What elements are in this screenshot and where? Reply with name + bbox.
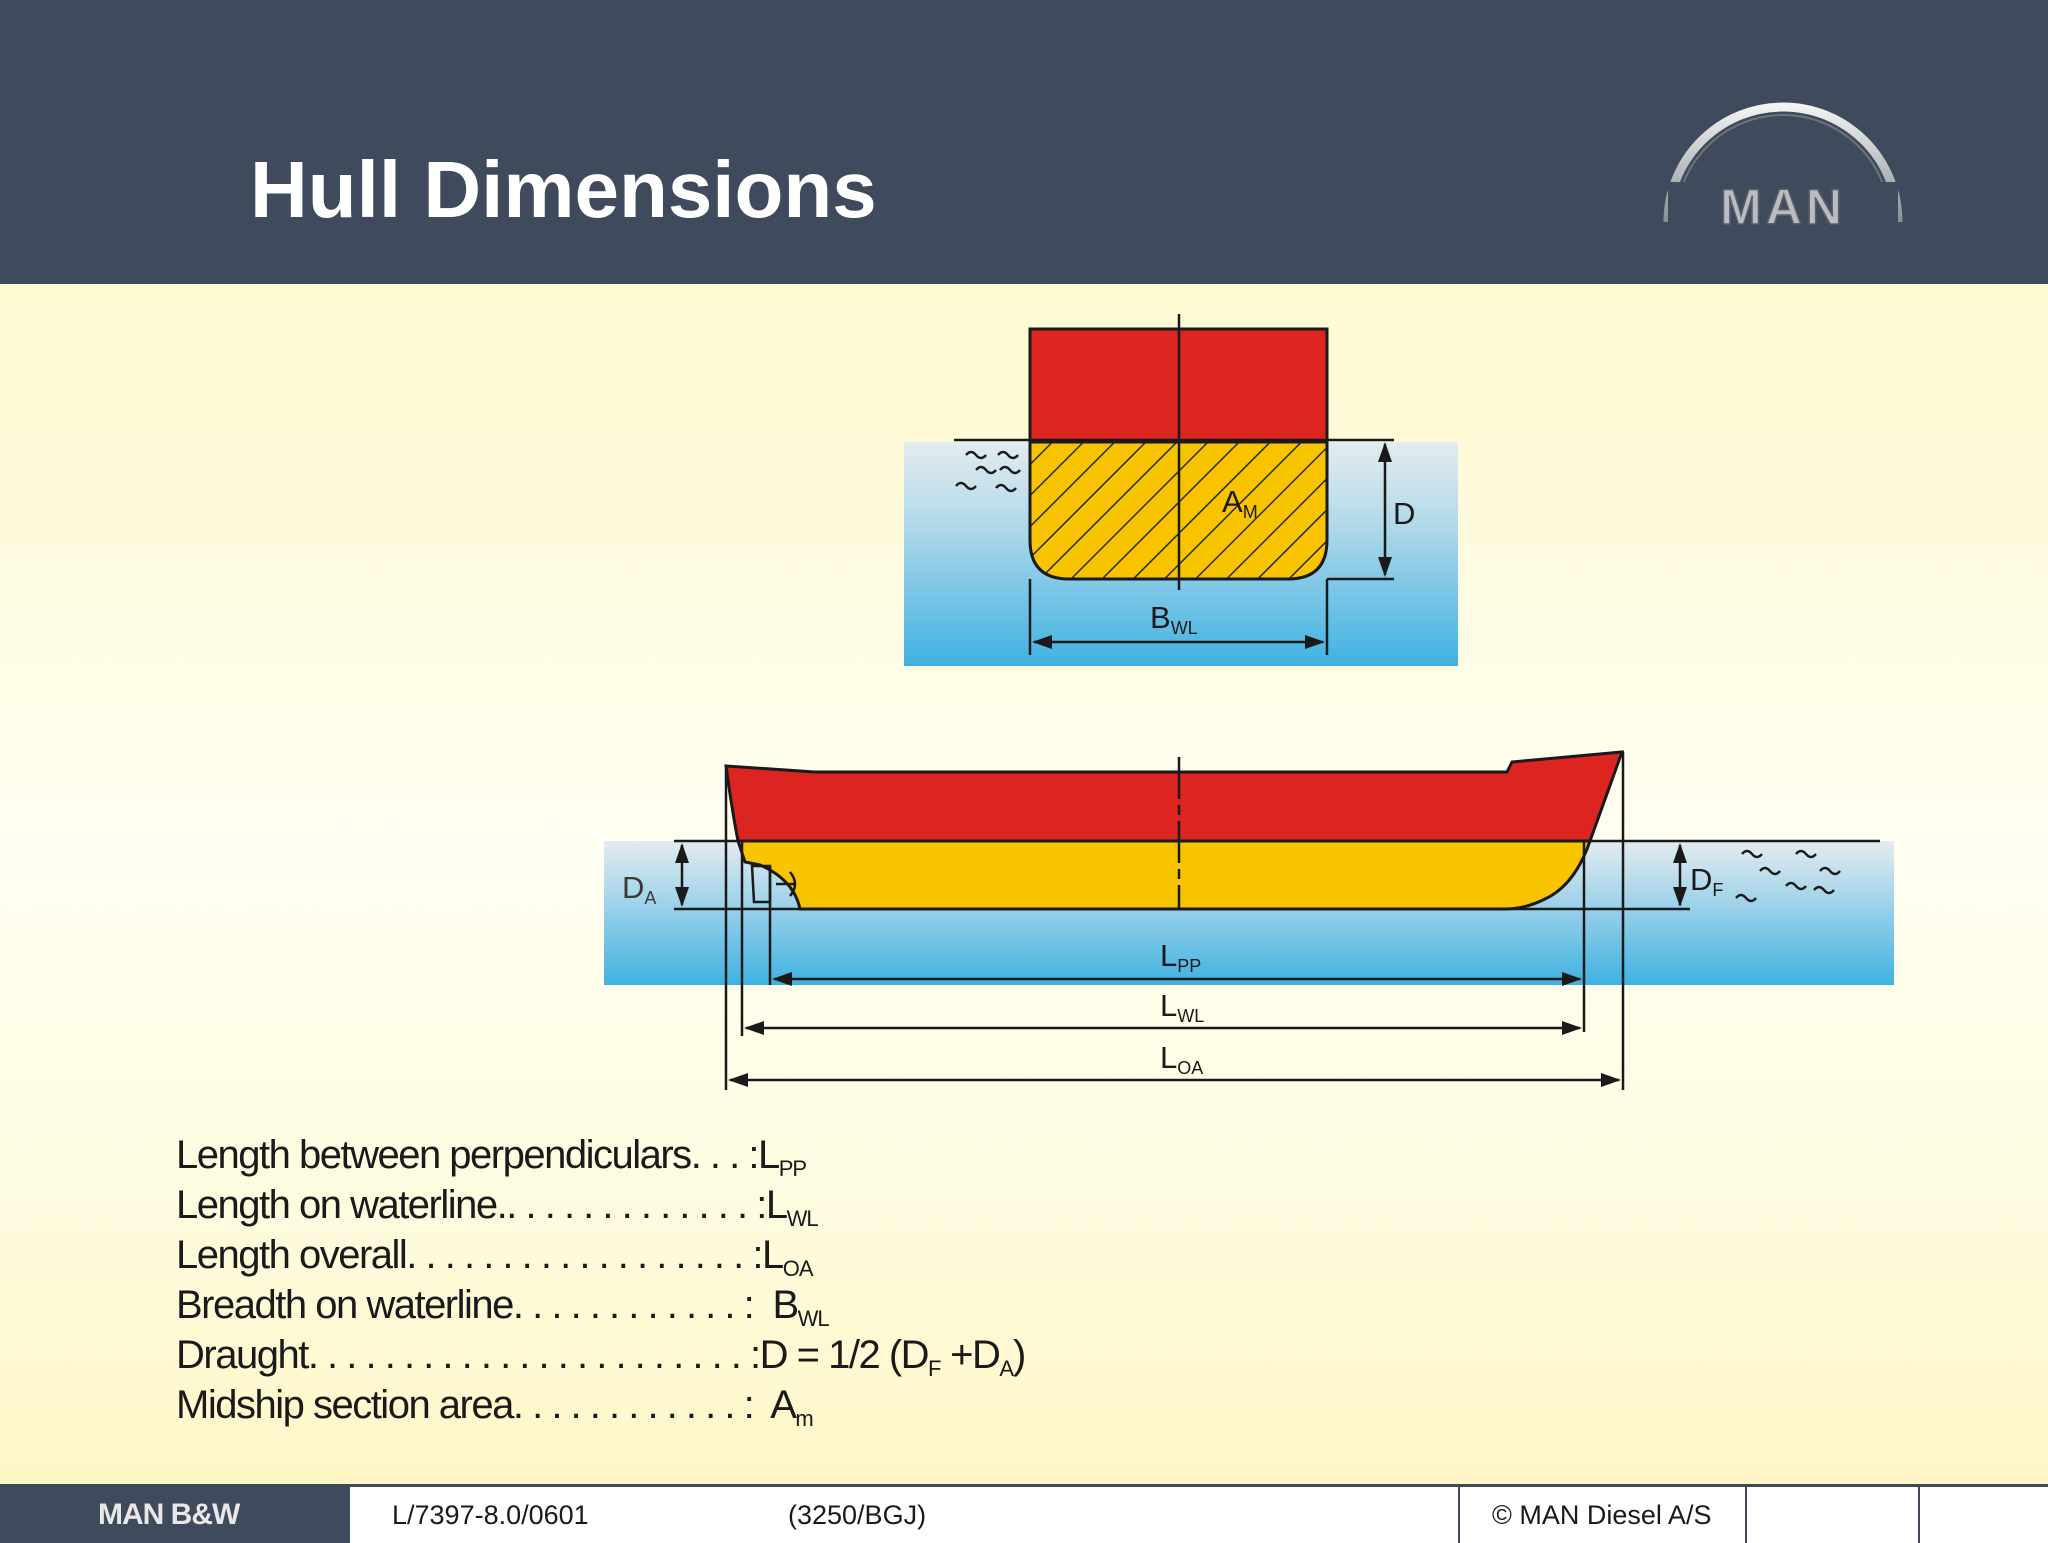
legend-row-draught: Draught . . . . . . . . . . . . . . . . … — [176, 1333, 1026, 1381]
profile-hull-lower — [735, 839, 1593, 911]
depth-label: D — [1393, 496, 1415, 531]
midship-waves — [955, 450, 1021, 493]
legend-row-lpp: Length between perpendiculars . . . : LP… — [176, 1133, 807, 1181]
footer-brand: MAN B&W — [0, 1487, 350, 1543]
fwd-draught-label: DF — [1690, 862, 1723, 900]
logo-text: MAN — [1720, 179, 1846, 234]
page-title: Hull Dimensions — [250, 145, 877, 234]
hull-diagram: AM D BWL DA DF LPP LWL — [604, 314, 1894, 1090]
man-logo: MAN — [1663, 102, 1903, 234]
legend-row-lwl: Length on waterline. . . . . . . . . . .… — [176, 1183, 819, 1231]
footer-ref-code: (3250/BGJ) — [788, 1500, 927, 1530]
area-label: AM — [1222, 484, 1258, 522]
footer-divider — [1745, 1487, 1747, 1543]
profile-view: DA DF LPP LWL LOA — [604, 750, 1894, 1090]
dimension-legend: Length between perpendiculars . . . : LP… — [176, 1130, 1176, 1431]
lwl-label: LWL — [1160, 988, 1204, 1026]
breadth-label: BWL — [1150, 600, 1198, 638]
footer-copyright: © MAN Diesel A/S — [1492, 1500, 1712, 1530]
footer-bar: MAN B&W L/7397-8.0/0601 (3250/BGJ) © MAN… — [0, 1484, 2048, 1543]
legend-row-loa: Length overall . . . . . . . . . . . . .… — [176, 1233, 814, 1281]
footer-doc-code: L/7397-8.0/0601 — [392, 1500, 589, 1530]
midship-section: AM D BWL — [904, 314, 1458, 666]
profile-hull-upper — [724, 750, 1625, 843]
profile-waves — [1735, 849, 1841, 903]
aft-draught-label: DA — [622, 870, 656, 908]
legend-row-bwl: Breadth on waterline . . . . . . . . . .… — [176, 1283, 830, 1331]
footer-divider — [1918, 1487, 1920, 1543]
legend-row-midship-area: Midship section area . . . . . . . . . .… — [176, 1383, 814, 1431]
header-bar: Hull Dimensions MAN — [0, 0, 2048, 284]
lpp-label: LPP — [1160, 938, 1201, 976]
loa-label: LOA — [1160, 1040, 1203, 1078]
footer-divider — [1458, 1487, 1460, 1543]
logo-arc — [1663, 102, 1903, 223]
